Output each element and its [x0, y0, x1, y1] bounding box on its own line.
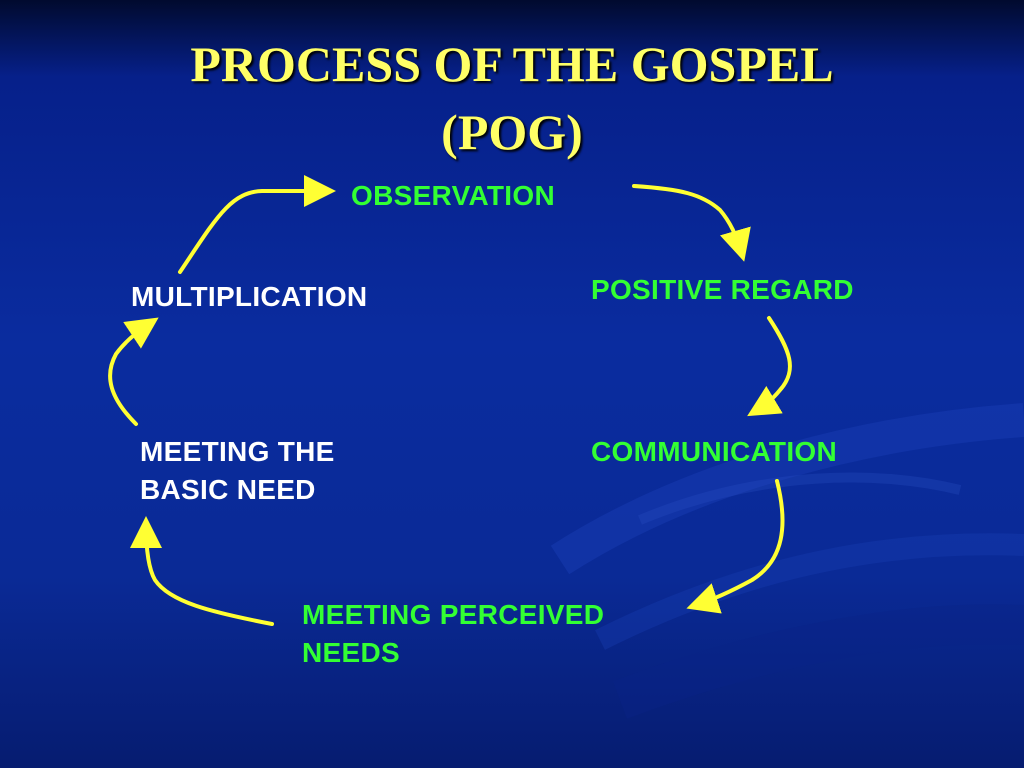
node-meeting-basic-need: MEETING THE BASIC NEED	[140, 433, 335, 509]
node-meeting-perceived-needs: MEETING PERCEIVED NEEDS	[302, 596, 604, 672]
node-observation-label: OBSERVATION	[351, 180, 555, 211]
node-multiplication-label: MULTIPLICATION	[131, 281, 368, 312]
arrow-basic-need-to-multiplication	[108, 317, 159, 426]
node-communication-label: COMMUNICATION	[591, 436, 838, 467]
node-meeting-basic-need-line-2: BASIC NEED	[140, 474, 316, 505]
node-meeting-perceived-needs-line-2: NEEDS	[302, 637, 400, 668]
node-observation: OBSERVATION	[351, 177, 555, 215]
node-meeting-basic-need-line-1: MEETING THE	[140, 436, 335, 467]
node-positive-regard: POSITIVE REGARD	[591, 271, 854, 309]
arrow-meeting-perceived-needs-to-basic-need	[130, 516, 274, 626]
title-line-1: PROCESS OF THE GOSPEL	[190, 36, 834, 92]
node-multiplication: MULTIPLICATION	[131, 278, 367, 316]
node-communication: COMMUNICATION	[591, 433, 837, 471]
arrow-positive-regard-to-communication	[747, 316, 792, 417]
node-positive-regard-label: POSITIVE REGARD	[591, 274, 854, 305]
title-line-2: (POG)	[441, 104, 583, 160]
arrow-multiplication-to-observation	[178, 175, 336, 274]
arrow-communication-to-meeting-perceived-needs	[686, 479, 785, 614]
arrow-observation-to-positive-regard	[632, 184, 751, 262]
slide-title: PROCESS OF THE GOSPEL (POG)	[0, 30, 1024, 166]
node-meeting-perceived-needs-line-1: MEETING PERCEIVED	[302, 599, 605, 630]
